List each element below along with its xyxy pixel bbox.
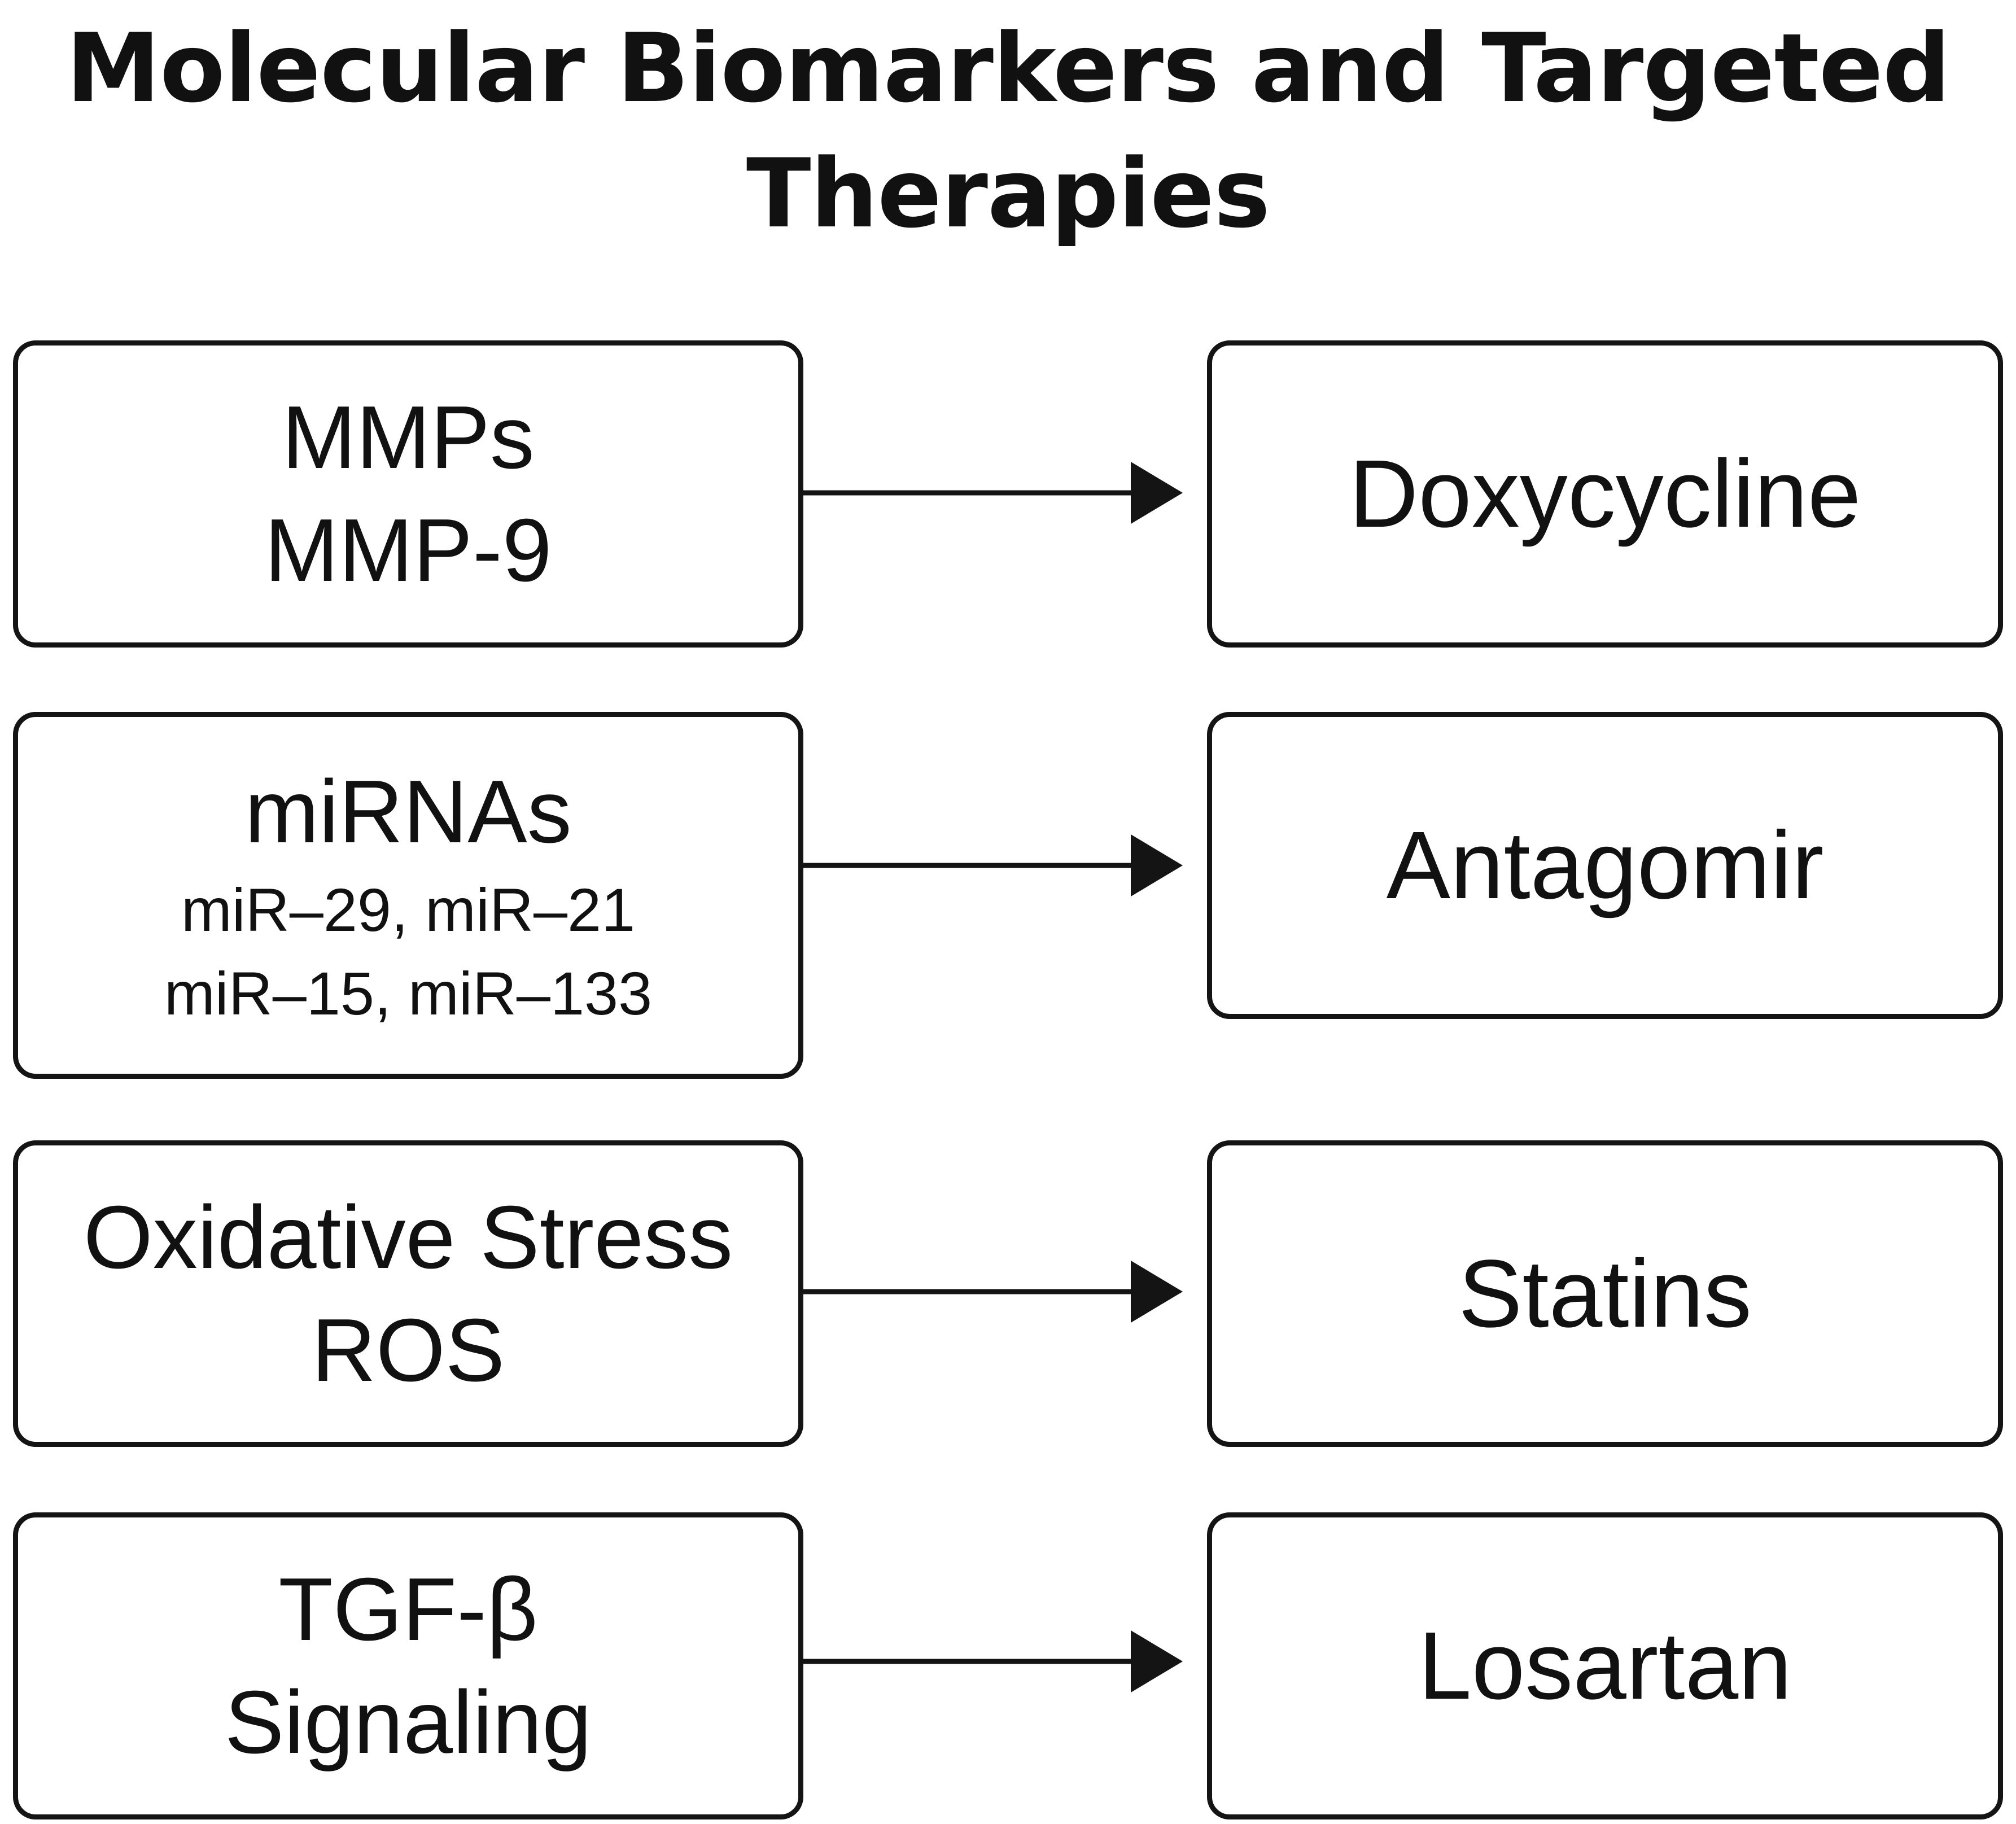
biomarker-box-tgf-beta: TGF-β Signaling xyxy=(13,1512,803,1819)
arrowhead-row-3 xyxy=(1131,1261,1183,1323)
biomarker-detail: Signaling xyxy=(224,1673,592,1772)
biomarker-label: TGF-β xyxy=(278,1560,538,1659)
arrowhead-row-1 xyxy=(1131,462,1183,524)
arrowhead-row-2 xyxy=(1131,834,1183,896)
therapy-label: Doxycycline xyxy=(1349,440,1861,548)
biomarker-detail: MMP-9 xyxy=(264,501,552,600)
biomarker-label: MMPs xyxy=(282,388,535,487)
therapy-box-doxycycline: Doxycycline xyxy=(1207,340,2003,648)
title-line-2: Therapies xyxy=(746,138,1270,249)
therapy-label: Losartan xyxy=(1418,1612,1792,1720)
biomarker-box-mirnas: miRNAs miR–29, miR–21 miR–15, miR–133 xyxy=(13,712,803,1079)
therapy-label: Statins xyxy=(1458,1240,1752,1348)
title-line-1: Molecular Biomarkers and Targeted xyxy=(65,13,1951,124)
therapy-box-antagomir: Antagomir xyxy=(1207,712,2003,1019)
diagram-title: Molecular Biomarkers and Targeted Therap… xyxy=(0,6,2016,256)
biomarker-detail: ROS xyxy=(311,1300,505,1400)
biomarker-detail: miR–29, miR–21 xyxy=(181,876,636,944)
biomarker-label: miRNAs xyxy=(244,762,572,861)
therapy-box-losartan: Losartan xyxy=(1207,1512,2003,1819)
biomarker-box-mmps: MMPs MMP-9 xyxy=(13,340,803,648)
therapy-label: Antagomir xyxy=(1386,812,1824,919)
arrowhead-row-4 xyxy=(1131,1630,1183,1692)
biomarker-detail: miR–15, miR–133 xyxy=(164,959,653,1027)
therapy-box-statins: Statins xyxy=(1207,1140,2003,1447)
biomarker-box-oxidative-stress: Oxidative Stress ROS xyxy=(13,1140,803,1447)
biomarker-label: Oxidative Stress xyxy=(83,1187,733,1287)
